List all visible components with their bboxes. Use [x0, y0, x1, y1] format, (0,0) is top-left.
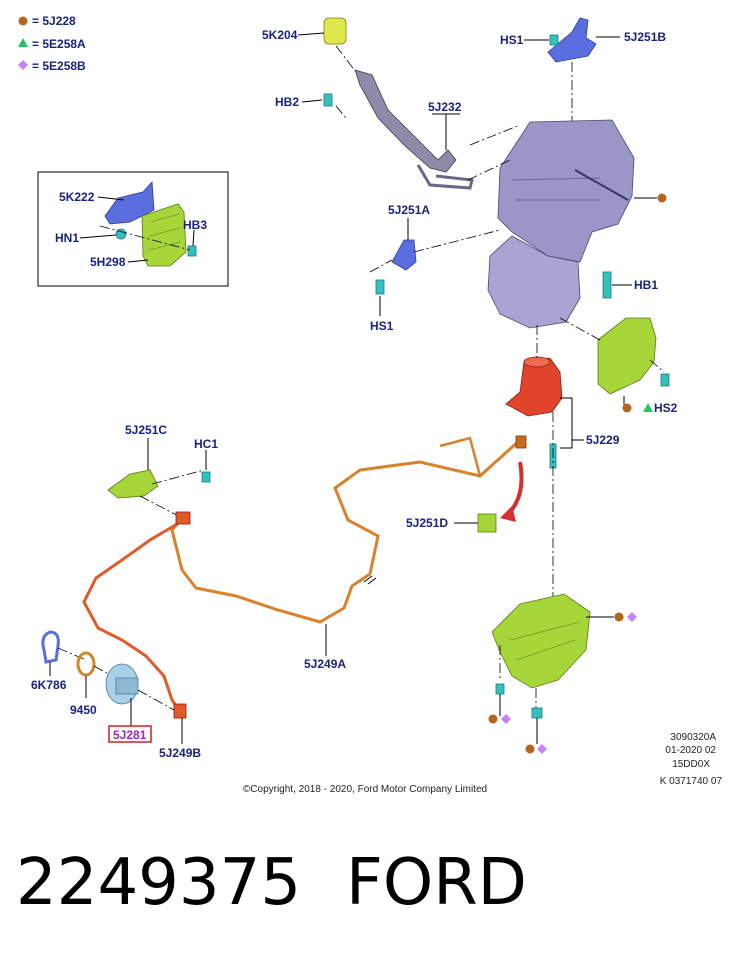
bolt-HS1-top-shape: [549, 34, 559, 46]
legend-circle-icon: [18, 16, 28, 26]
clip-left-shape: [495, 683, 505, 695]
callout-5J249B: 5J249B: [159, 746, 201, 760]
meta-line-1: 3090320A: [670, 732, 716, 743]
ring-9450-shape: [76, 651, 96, 677]
legend-label-5J228: = 5J228: [32, 14, 76, 28]
meta-line-3: 15DD0X: [672, 759, 710, 770]
bolt-HS1-mid-shape: [375, 279, 385, 295]
nut-HN1-shape: [115, 228, 127, 240]
callout-HS2: HS2: [654, 401, 678, 415]
harness-5J249B-group: 5J249B: [82, 511, 201, 760]
harness-5J249B-wire-shape: [82, 518, 185, 713]
marker-5E258B-shield-icon: [627, 612, 637, 622]
clip-center-shape: [531, 707, 543, 719]
callout-HB3: HB3: [183, 218, 207, 232]
harness-5J249A-wire-shape: [170, 438, 522, 624]
tank-lower-shape: [487, 235, 581, 329]
callout-6K786: 6K786: [31, 678, 67, 692]
lower-left-parts: 6K786 9450 5J281: [31, 630, 175, 743]
shield-bottom-shape: [491, 593, 591, 689]
bolt-HB2-shape: [323, 93, 333, 107]
callout-5H298: 5H298: [90, 255, 126, 269]
connector-5J249A-shape: [515, 435, 527, 449]
connector-5J249B-bottom-shape: [173, 703, 187, 719]
meta-line-2: 01-2020 02: [665, 745, 716, 756]
marker-5E258A-hs2-icon: [643, 403, 653, 412]
meta-line-4: K 0371740 07: [660, 776, 723, 787]
callout-5K222: 5K222: [59, 190, 95, 204]
filler-assembly: 5K204 5J232 HB2 HS1 5J251B: [262, 17, 666, 190]
part-number: 2249375: [16, 846, 301, 920]
callout-5J251C: 5J251C: [125, 423, 167, 437]
clamp-6K786-shape: [41, 630, 60, 664]
bracket-5J251A-group: 5J251A HS1: [369, 203, 501, 333]
cap-5K204-shape: [323, 17, 347, 45]
callout-5K204: 5K204: [262, 28, 298, 42]
callout-HS1-mid: HS1: [370, 319, 394, 333]
marker-5J228-tank-icon: [657, 193, 667, 203]
bracket-5J251B-shape: [547, 17, 597, 63]
marker-5J228-hs2-icon: [622, 403, 632, 413]
callout-HS1-top: HS1: [500, 33, 524, 47]
legend-label-5E258B: = 5E258B: [32, 59, 86, 73]
bolt-HB3-shape: [187, 245, 197, 257]
drawing-meta: 3090320A 01-2020 02 15DD0X K 0371740 07: [660, 732, 723, 787]
callout-5J251D: 5J251D: [406, 516, 448, 530]
callout-5J232: 5J232: [428, 100, 462, 114]
callout-5J229: 5J229: [586, 433, 620, 447]
bracket-5K222-shape: [104, 181, 155, 225]
callout-5J251B: 5J251B: [624, 30, 666, 44]
tank-assembly: HB1: [467, 119, 667, 329]
connector-5J249B-top-shape: [175, 511, 191, 525]
clip-5J251D-group: 5J251D: [406, 513, 497, 533]
legend-label-5E258A: = 5E258A: [32, 37, 86, 51]
tank-upper-shape: [497, 119, 635, 263]
bracket-5J251C-group: 5J251C HC1: [107, 423, 218, 521]
callout-5J281-highlight-box: [108, 725, 152, 743]
clip-5J251D-shape: [477, 513, 497, 533]
inset-box: 5K222 HN1 HB3 5H298: [37, 171, 229, 287]
callout-HN1: HN1: [55, 231, 79, 245]
legend-triangle-icon: [18, 38, 28, 47]
clip-HC1-shape: [201, 471, 211, 483]
callout-9450: 9450: [70, 703, 97, 717]
bracket-5J251A-shape: [391, 239, 417, 271]
heater-5J229-shape: [505, 357, 563, 417]
brand-name: FORD: [346, 846, 527, 920]
red-arrow-head-icon: [500, 506, 516, 522]
marker-5E258B-center-icon: [537, 744, 547, 754]
heater-5J229-group: 5J229: [505, 325, 620, 600]
callout-HB2: HB2: [275, 95, 299, 109]
legend: = 5J228 = 5E258A = 5E258B: [18, 14, 86, 73]
callout-HC1: HC1: [194, 437, 218, 451]
bolt-HS2-shape: [660, 373, 670, 387]
shield-right-shape: [597, 317, 657, 395]
marker-5E258B-left-icon: [501, 714, 511, 724]
callout-5J249A: 5J249A: [304, 657, 346, 671]
callout-HB1: HB1: [634, 278, 658, 292]
red-arrow-icon: [506, 461, 524, 516]
callout-5J281: 5J281: [113, 728, 147, 742]
harness-5J249A-group: 5J249A: [170, 435, 527, 671]
legend-diamond-icon: [18, 60, 28, 70]
shield-right-group: HS2: [559, 317, 678, 415]
copyright-notice: ©Copyright, 2018 - 2020, Ford Motor Comp…: [243, 784, 487, 795]
marker-5J228-left-icon: [488, 714, 498, 724]
bracket-5J251C-shape: [107, 469, 159, 499]
bolt-HB1-shape: [602, 271, 612, 299]
module-5H298-shape: [141, 203, 187, 267]
marker-5J228-shield-icon: [614, 612, 624, 622]
callout-5J251A: 5J251A: [388, 203, 430, 217]
filler-pipe-5J232-shape: [354, 69, 457, 173]
marker-5J228-center-icon: [525, 744, 535, 754]
shield-bottom-group: [488, 593, 637, 754]
